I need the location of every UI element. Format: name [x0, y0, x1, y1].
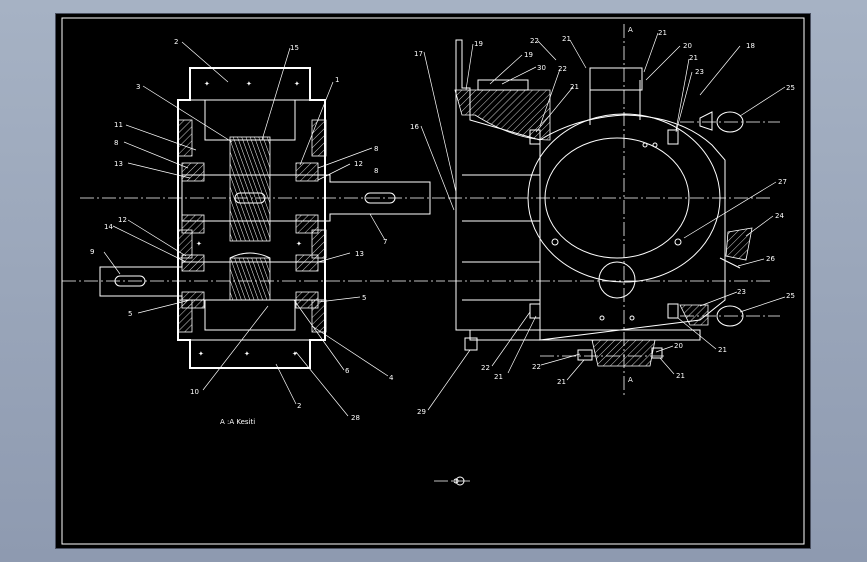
- part-labels-right: 17 19 16 19 22 21 30 22 21 21 20 21 23 1…: [410, 29, 795, 416]
- svg-text:✦: ✦: [244, 350, 250, 358]
- svg-text:21: 21: [718, 346, 727, 354]
- svg-text:5: 5: [362, 294, 366, 302]
- svg-text:7: 7: [383, 238, 387, 246]
- svg-text:10: 10: [190, 388, 199, 396]
- section-mark-top: A: [628, 26, 633, 34]
- svg-text:21: 21: [494, 373, 503, 381]
- bearings: [181, 162, 319, 309]
- svg-text:✦: ✦: [296, 240, 302, 248]
- svg-text:22: 22: [481, 364, 490, 372]
- svg-text:27: 27: [778, 178, 787, 186]
- housing-flange: [527, 113, 721, 283]
- svg-text:4: 4: [389, 374, 394, 382]
- svg-text:12: 12: [118, 216, 127, 224]
- svg-text:26: 26: [766, 255, 775, 263]
- svg-text:14: 14: [104, 223, 113, 231]
- svg-text:19: 19: [474, 40, 483, 48]
- svg-text:21: 21: [689, 54, 698, 62]
- svg-text:21: 21: [562, 35, 571, 43]
- top-cover: [454, 89, 551, 141]
- svg-text:17: 17: [414, 50, 423, 58]
- upper-shaft: [181, 174, 431, 222]
- lifting-eye-top: [716, 111, 744, 133]
- svg-text:20: 20: [674, 342, 683, 350]
- upper-gear: [229, 136, 271, 242]
- svg-text:13: 13: [355, 250, 364, 258]
- origin-symbol: [434, 476, 472, 486]
- svg-text:2: 2: [174, 38, 178, 46]
- svg-text:8: 8: [374, 145, 378, 153]
- svg-text:29: 29: [417, 408, 426, 416]
- svg-text:21: 21: [658, 29, 667, 37]
- section-caption: A :A Kesiti: [220, 418, 255, 426]
- svg-text:25: 25: [786, 292, 795, 300]
- svg-text:23: 23: [695, 68, 704, 76]
- svg-text:16: 16: [410, 123, 419, 131]
- svg-text:12: 12: [354, 160, 363, 168]
- svg-text:22: 22: [532, 363, 541, 371]
- svg-text:✦: ✦: [196, 240, 202, 248]
- svg-text:24: 24: [775, 212, 784, 220]
- svg-text:8: 8: [374, 167, 378, 175]
- gearbox-section-view: ✦ ✦ ✦ ✦ ✦ ✦ ✦ ✦: [62, 38, 445, 426]
- oil-cap: [725, 227, 753, 261]
- side-section-view: A A 17 19 16 19 22 21 30 22 21 21 20 21 …: [410, 24, 795, 416]
- svg-text:✦: ✦: [204, 80, 210, 88]
- svg-text:8: 8: [114, 139, 118, 147]
- svg-text:22: 22: [530, 37, 539, 45]
- svg-text:✦: ✦: [292, 350, 298, 358]
- svg-text:✦: ✦: [198, 350, 204, 358]
- svg-text:19: 19: [524, 51, 533, 59]
- section-mark-bottom: A: [628, 376, 633, 384]
- bolt-markers: ✦ ✦ ✦ ✦ ✦ ✦ ✦ ✦: [196, 80, 302, 358]
- svg-text:15: 15: [290, 44, 299, 52]
- lifting-eye-bottom: [716, 305, 744, 327]
- part-labels-left: 2 15 3 1 11 8 8 13 12 14 12 9 13 5 5 10 …: [90, 38, 394, 422]
- leader-lines-left: [103, 41, 389, 417]
- svg-text:30: 30: [537, 64, 546, 72]
- svg-text:20: 20: [683, 42, 692, 50]
- svg-text:13: 13: [114, 160, 123, 168]
- svg-text:21: 21: [570, 83, 579, 91]
- svg-text:✦: ✦: [246, 80, 252, 88]
- svg-text:3: 3: [136, 83, 140, 91]
- lower-gear: [229, 257, 271, 301]
- output-keyway: [364, 192, 396, 204]
- svg-text:1: 1: [335, 76, 339, 84]
- svg-text:22: 22: [558, 65, 567, 73]
- svg-text:9: 9: [90, 248, 94, 256]
- svg-text:2: 2: [297, 402, 301, 410]
- svg-text:25: 25: [786, 84, 795, 92]
- svg-text:11: 11: [114, 121, 123, 129]
- svg-text:21: 21: [557, 378, 566, 386]
- lower-bore: [598, 261, 636, 299]
- svg-text:23: 23: [737, 288, 746, 296]
- housing-side-wall: [455, 39, 541, 341]
- svg-text:28: 28: [351, 414, 360, 422]
- input-keyway: [114, 275, 146, 287]
- svg-text:6: 6: [345, 367, 350, 375]
- upper-keyway: [234, 192, 266, 204]
- svg-text:18: 18: [746, 42, 755, 50]
- leader-lines-right: [420, 32, 786, 411]
- bottom-pad: [591, 339, 656, 367]
- svg-text:21: 21: [676, 372, 685, 380]
- svg-text:5: 5: [128, 310, 132, 318]
- svg-text:✦: ✦: [294, 80, 300, 88]
- bearing-bore: [544, 137, 690, 259]
